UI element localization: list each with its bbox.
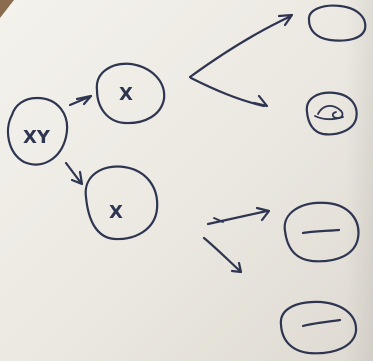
gamete-2 — [305, 91, 358, 136]
daughter-cell-top: X — [95, 62, 166, 125]
daughter-cell-bottom-label: X — [109, 202, 123, 223]
gamete-4 — [279, 300, 358, 355]
gamete-1 — [307, 4, 367, 42]
arrow-top-daughter-down — [189, 76, 269, 108]
daughter-cell-top-label: X — [119, 84, 133, 105]
arrow-top-daughter-up — [188, 13, 294, 79]
parent-cell-label: XY — [23, 127, 51, 148]
arrow-bottom-daughter-up — [206, 206, 271, 226]
gamete-3 — [283, 201, 360, 263]
arrow-to-top-daughter — [68, 94, 93, 107]
daughter-cell-bottom: X — [84, 165, 159, 241]
arrow-bottom-daughter-down — [202, 236, 243, 274]
parent-cell: XY — [6, 96, 69, 166]
arrow-to-bottom-daughter — [64, 161, 84, 186]
paper-shadow — [345, 0, 373, 361]
